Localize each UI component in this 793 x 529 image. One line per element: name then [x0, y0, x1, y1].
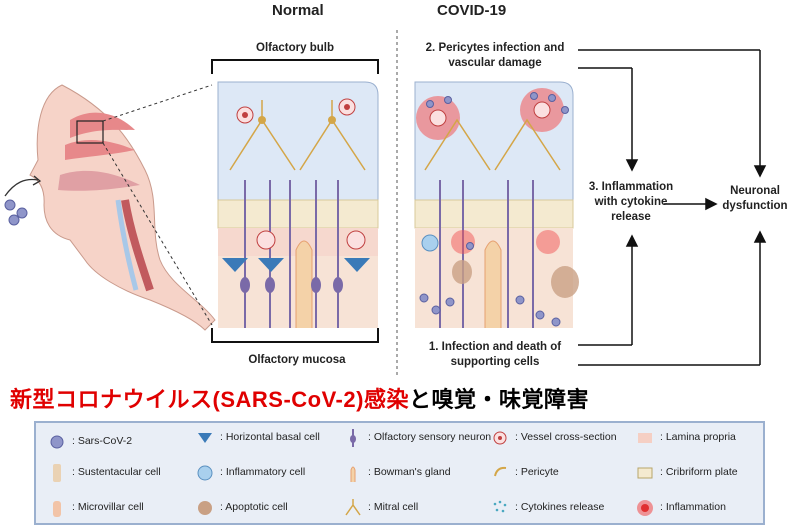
pericytes-label: 2. Pericytes infection and vascular dama… — [425, 42, 565, 69]
pericyte-icon — [494, 466, 507, 477]
legend-panel: : Sars-CoV-2 : Horizontal basal cell : O… — [34, 421, 765, 525]
microvillar-cell-icon — [53, 501, 61, 517]
inflammation-icon — [637, 500, 653, 516]
normal-panel — [217, 81, 379, 328]
infection-label: 1. Infection and death of supporting cel… — [428, 341, 562, 368]
inflammatory-cell-icon — [197, 465, 213, 481]
inflammation-label: 3. Inflammation with cytokine release — [588, 181, 674, 223]
cytokines-icon — [493, 500, 507, 513]
covid-header: COVID-19 — [437, 2, 507, 19]
olfactory-bulb-label: Olfactory bulb — [256, 42, 334, 54]
banner-black-text: と嗅覚・味覚障害 — [408, 387, 589, 412]
mitral-cell-icon — [345, 499, 361, 516]
head-illustration — [29, 84, 216, 331]
virus-icon — [50, 435, 64, 449]
normal-header: Normal — [272, 2, 324, 19]
title-banner: 新型コロナウイルス(SARS-CoV-2)感染と嗅覚・味覚障害 — [10, 382, 589, 414]
olfactory-mucosa-label: Olfactory mucosa — [248, 354, 346, 366]
diagram-canvas — [4, 30, 767, 378]
horizontal-basal-cell-icon — [198, 433, 212, 443]
cribriform-plate-icon — [637, 467, 653, 479]
banner-red-text: 新型コロナウイルス(SARS-CoV-2)感染 — [10, 387, 409, 412]
apoptotic-cell-icon — [198, 501, 212, 515]
flow-arrows — [578, 49, 767, 366]
covid-panel — [414, 81, 579, 328]
olfactory-neuron-icon — [350, 429, 356, 447]
neuronal-dysfunction-label: Neuronal dysfunction — [722, 185, 788, 212]
vessel-icon — [493, 431, 507, 445]
sustentacular-cell-icon — [53, 464, 61, 482]
bowmans-gland-icon — [350, 466, 356, 482]
lamina-propria-icon — [638, 433, 652, 443]
inhaled-virus-group — [4, 199, 28, 226]
